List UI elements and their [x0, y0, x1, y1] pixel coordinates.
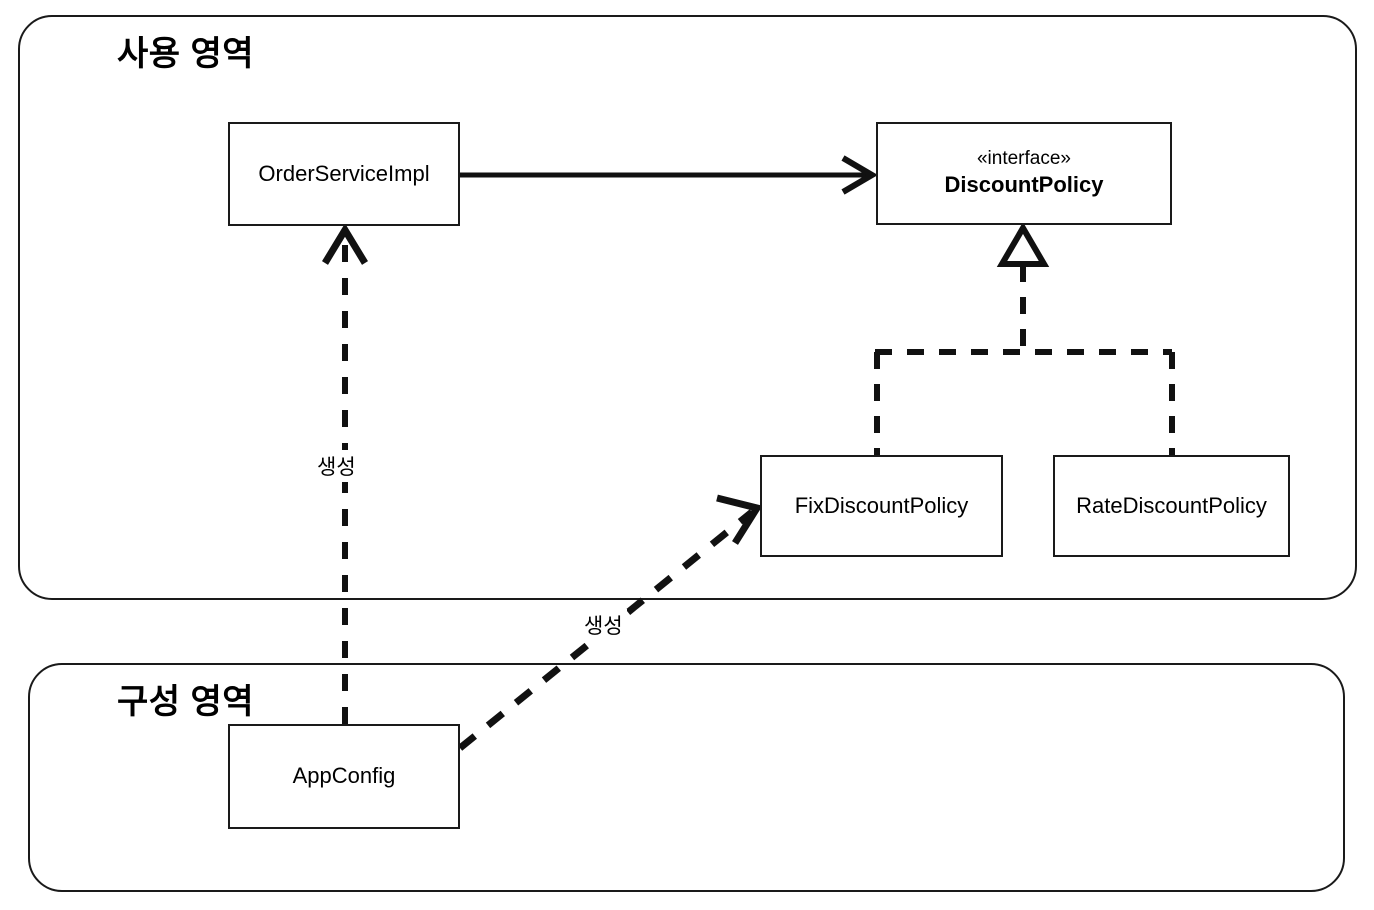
region-config [28, 663, 1345, 892]
stereotype-label: «interface» [976, 148, 1071, 170]
class-node-label: OrderServiceImpl [258, 160, 430, 186]
class-node-discount-policy[interactable]: «interface» DiscountPolicy [876, 122, 1172, 225]
region-usage [18, 15, 1357, 600]
class-node-label: AppConfig [292, 763, 396, 789]
region-config-title: 구성 영역 [117, 683, 255, 721]
class-node-label: RateDiscountPolicy [1076, 492, 1267, 518]
class-node-order-service-impl[interactable]: OrderServiceImpl [228, 122, 460, 226]
edge-realization-fork [874, 222, 1175, 455]
region-usage-title: 사용 영역 [117, 35, 255, 73]
class-node-fix-discount-policy[interactable]: FixDiscountPolicy [760, 455, 1003, 557]
edge-uses-discount-policy [460, 155, 878, 195]
edge-label-create-fix: 생성 [580, 609, 627, 641]
class-node-app-config[interactable]: AppConfig [228, 724, 460, 829]
hollow-triangle-icon [996, 222, 1050, 267]
class-node-rate-discount-policy[interactable]: RateDiscountPolicy [1053, 455, 1290, 557]
class-node-label: DiscountPolicy [944, 172, 1104, 198]
edge-create-orderserviceimpl [322, 223, 368, 724]
edge-label-create-order: 생성 [313, 450, 360, 482]
class-node-label: FixDiscountPolicy [794, 492, 969, 518]
